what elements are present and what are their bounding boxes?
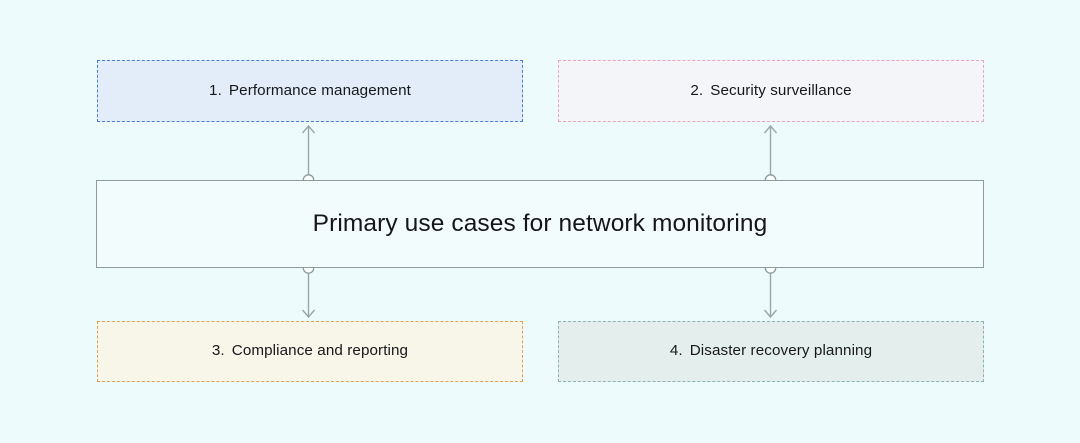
node-3-number: 3. bbox=[211, 342, 225, 360]
node-1-label: 1. Performance management bbox=[209, 82, 411, 100]
center-title: Primary use cases for network monitoring bbox=[312, 210, 768, 237]
node-4-text: Disaster recovery planning bbox=[689, 342, 873, 360]
node-4-label: 4. Disaster recovery planning bbox=[670, 342, 872, 360]
node-3-label: 3. Compliance and reporting bbox=[212, 342, 408, 360]
arrowhead-to-node-1 bbox=[301, 124, 316, 134]
arrowhead-to-node-4 bbox=[763, 309, 778, 319]
node-primary-use-cases[interactable]: Primary use cases for network monitoring bbox=[96, 180, 984, 268]
node-4-number: 4. bbox=[669, 342, 683, 360]
node-disaster-recovery-planning[interactable]: 4. Disaster recovery planning bbox=[558, 321, 984, 382]
node-1-number: 1. bbox=[209, 81, 222, 99]
node-2-text: Security surveillance bbox=[710, 81, 852, 99]
node-1-text: Performance management bbox=[228, 81, 411, 99]
node-3-text: Compliance and reporting bbox=[231, 342, 409, 360]
arrowhead-to-node-3 bbox=[301, 309, 316, 319]
node-performance-management[interactable]: 1. Performance management bbox=[97, 60, 523, 122]
arrowhead-to-node-2 bbox=[763, 124, 778, 134]
node-2-number: 2. bbox=[690, 81, 704, 99]
node-compliance-and-reporting[interactable]: 3. Compliance and reporting bbox=[97, 321, 523, 382]
node-2-label: 2. Security surveillance bbox=[690, 82, 851, 100]
node-security-surveillance[interactable]: 2. Security surveillance bbox=[558, 60, 984, 122]
